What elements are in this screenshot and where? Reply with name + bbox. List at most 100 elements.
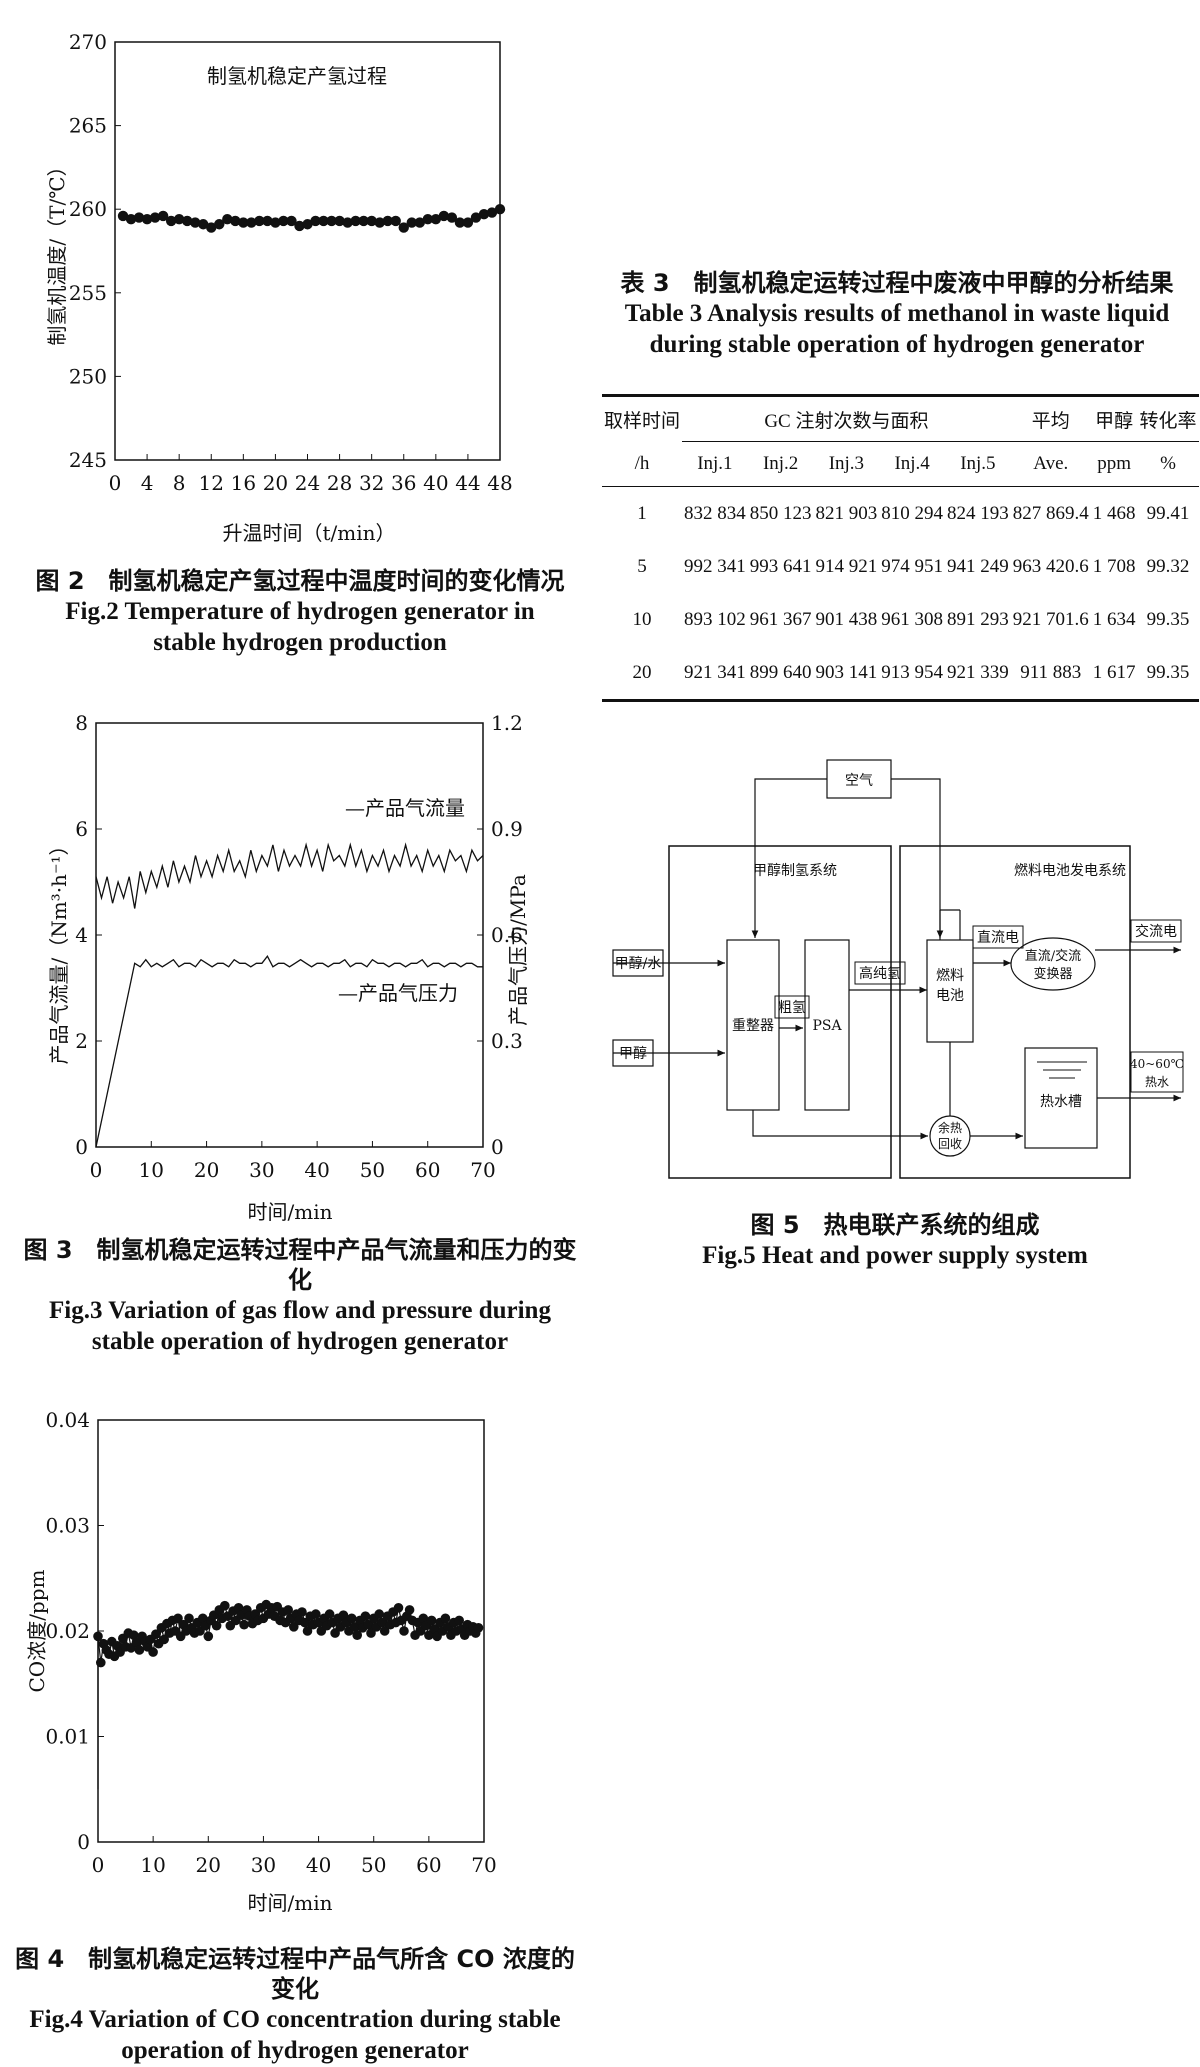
temperature-point (133, 212, 145, 223)
col-gc-group: GC 注射次数与面积 (682, 394, 1011, 442)
flow-series-line (95, 842, 484, 909)
temperature-point (390, 215, 401, 227)
temperature-point (165, 215, 177, 227)
figure-4-xlabel: 时间/min (248, 1891, 333, 1915)
pressure-series-line (95, 954, 483, 1148)
co-point (366, 1628, 376, 1638)
methanol-system-label: 甲醇制氢系统 (753, 862, 837, 879)
col-methanol: 甲醇 (1090, 394, 1138, 442)
co-point (429, 1624, 440, 1634)
table-cell: 899 640 (747, 646, 814, 702)
table-header-row-1: 取样时间 GC 注射次数与面积 平均 甲醇 转化率 (602, 394, 1199, 442)
temperature-point (334, 215, 345, 227)
x-tick-label: 20 (194, 1158, 219, 1182)
x-tick-label: 10 (140, 1853, 165, 1877)
temperature-point (230, 215, 241, 227)
table-cell: 921 701.6 (1012, 608, 1089, 630)
y-tick-label: 0 (77, 1830, 90, 1854)
hot-water-label-2: 热水 (1145, 1075, 1169, 1089)
pure-h2-box (854, 961, 906, 985)
x-tick-label: 30 (249, 1158, 274, 1182)
temperature-point (302, 219, 313, 230)
header-cell: Inj.5 (945, 441, 1011, 487)
header-cell: Inj.2 (747, 441, 814, 487)
x-tick-label: 12 (199, 471, 224, 495)
co-point (302, 1626, 313, 1636)
fuel-cell-label-1: 燃料 (936, 967, 964, 984)
x-tick-label: 50 (360, 1158, 385, 1182)
table-cell: 99.35 (1137, 646, 1199, 702)
co-point (289, 1622, 299, 1632)
figure-3-ylabel: 产品气流量/（Nm³·h⁻¹） (47, 835, 71, 1064)
co-point (93, 1631, 103, 1642)
legend-flow: —产品气流量 (345, 796, 465, 820)
temperature-point (206, 222, 217, 233)
co-point (233, 1603, 244, 1613)
temperature-point (382, 215, 393, 227)
figure-3-caption-en: Fig.3 Variation of gas flow and pressure… (49, 1297, 551, 1356)
co-point (426, 1615, 437, 1626)
temperature-point (470, 212, 482, 223)
y-tick-label: 270 (69, 30, 107, 54)
crude-h2-box (774, 995, 810, 1019)
temperature-point (318, 215, 329, 227)
reformer-label: 重整器 (732, 1018, 774, 1034)
co-point (220, 1600, 230, 1611)
table-cell: 824 193 (947, 502, 1009, 524)
temperature-point (149, 212, 161, 223)
air-label: 空气 (845, 773, 873, 789)
table-cell: 903 141 (813, 646, 880, 702)
table-cell: 974 951 (881, 555, 944, 577)
dc-label: 直流电 (977, 929, 1019, 946)
table-cell: 810 294 (881, 502, 944, 524)
x-tick-label: 70 (471, 1853, 496, 1877)
temperature-point (406, 217, 417, 228)
table-cell: 941 249 (947, 555, 1009, 577)
co-point (424, 1630, 434, 1640)
x-tick-label: 0 (92, 1853, 105, 1877)
hot-tank-label: 热水槽 (1040, 1094, 1082, 1110)
table-cell: 901 438 (815, 608, 878, 630)
co-point (203, 1631, 214, 1642)
co-point (346, 1613, 357, 1624)
psa-label: PSA (812, 1018, 842, 1034)
figure-3-plot-frame (95, 722, 484, 1148)
y-tick-label: 0.03 (45, 1514, 90, 1538)
figure-5-caption: 图 5 热电联产系统的组成 Fig.5 Heat and power suppl… (605, 1210, 1185, 1271)
y-tick-label: 0 (75, 1135, 88, 1159)
co-point (300, 1617, 310, 1628)
x-tick-label: 8 (173, 471, 186, 495)
x-tick-label: 20 (263, 471, 288, 495)
co-point (151, 1629, 161, 1639)
y-tick-label: 0.02 (45, 1619, 90, 1643)
co-point (404, 1605, 415, 1615)
co-point (440, 1613, 451, 1624)
co-point (324, 1609, 335, 1619)
figure-3-y2label: 产品气压力/MPa (506, 874, 530, 1026)
y-tick-label: 6 (75, 817, 88, 841)
figure-2-plot-title: 制氢机稳定产氢过程 (207, 64, 387, 88)
temperature-point (246, 217, 257, 228)
ac-label: 交流电 (1135, 923, 1177, 940)
temperature-point (422, 214, 434, 225)
co-point (330, 1628, 340, 1638)
table-cell: 20 (602, 646, 683, 702)
figure-2-caption: 图 2 制氢机稳定产氢过程中温度时间的变化情况 Fig.2 Temperatur… (20, 566, 580, 659)
co-point (297, 1607, 307, 1617)
dc-box (972, 925, 1024, 949)
legend-pressure: —产品气压力 (338, 981, 458, 1005)
table-cell: 827 869.4 (1012, 502, 1089, 524)
temperature-point (358, 215, 369, 227)
ac-box (1130, 919, 1182, 943)
temperature-point (486, 207, 498, 218)
col-conversion: 转化率 (1137, 394, 1199, 442)
temperature-point (173, 214, 185, 225)
co-point (473, 1623, 484, 1633)
temperature-point (414, 217, 425, 228)
x-tick-label: 4 (141, 471, 154, 495)
